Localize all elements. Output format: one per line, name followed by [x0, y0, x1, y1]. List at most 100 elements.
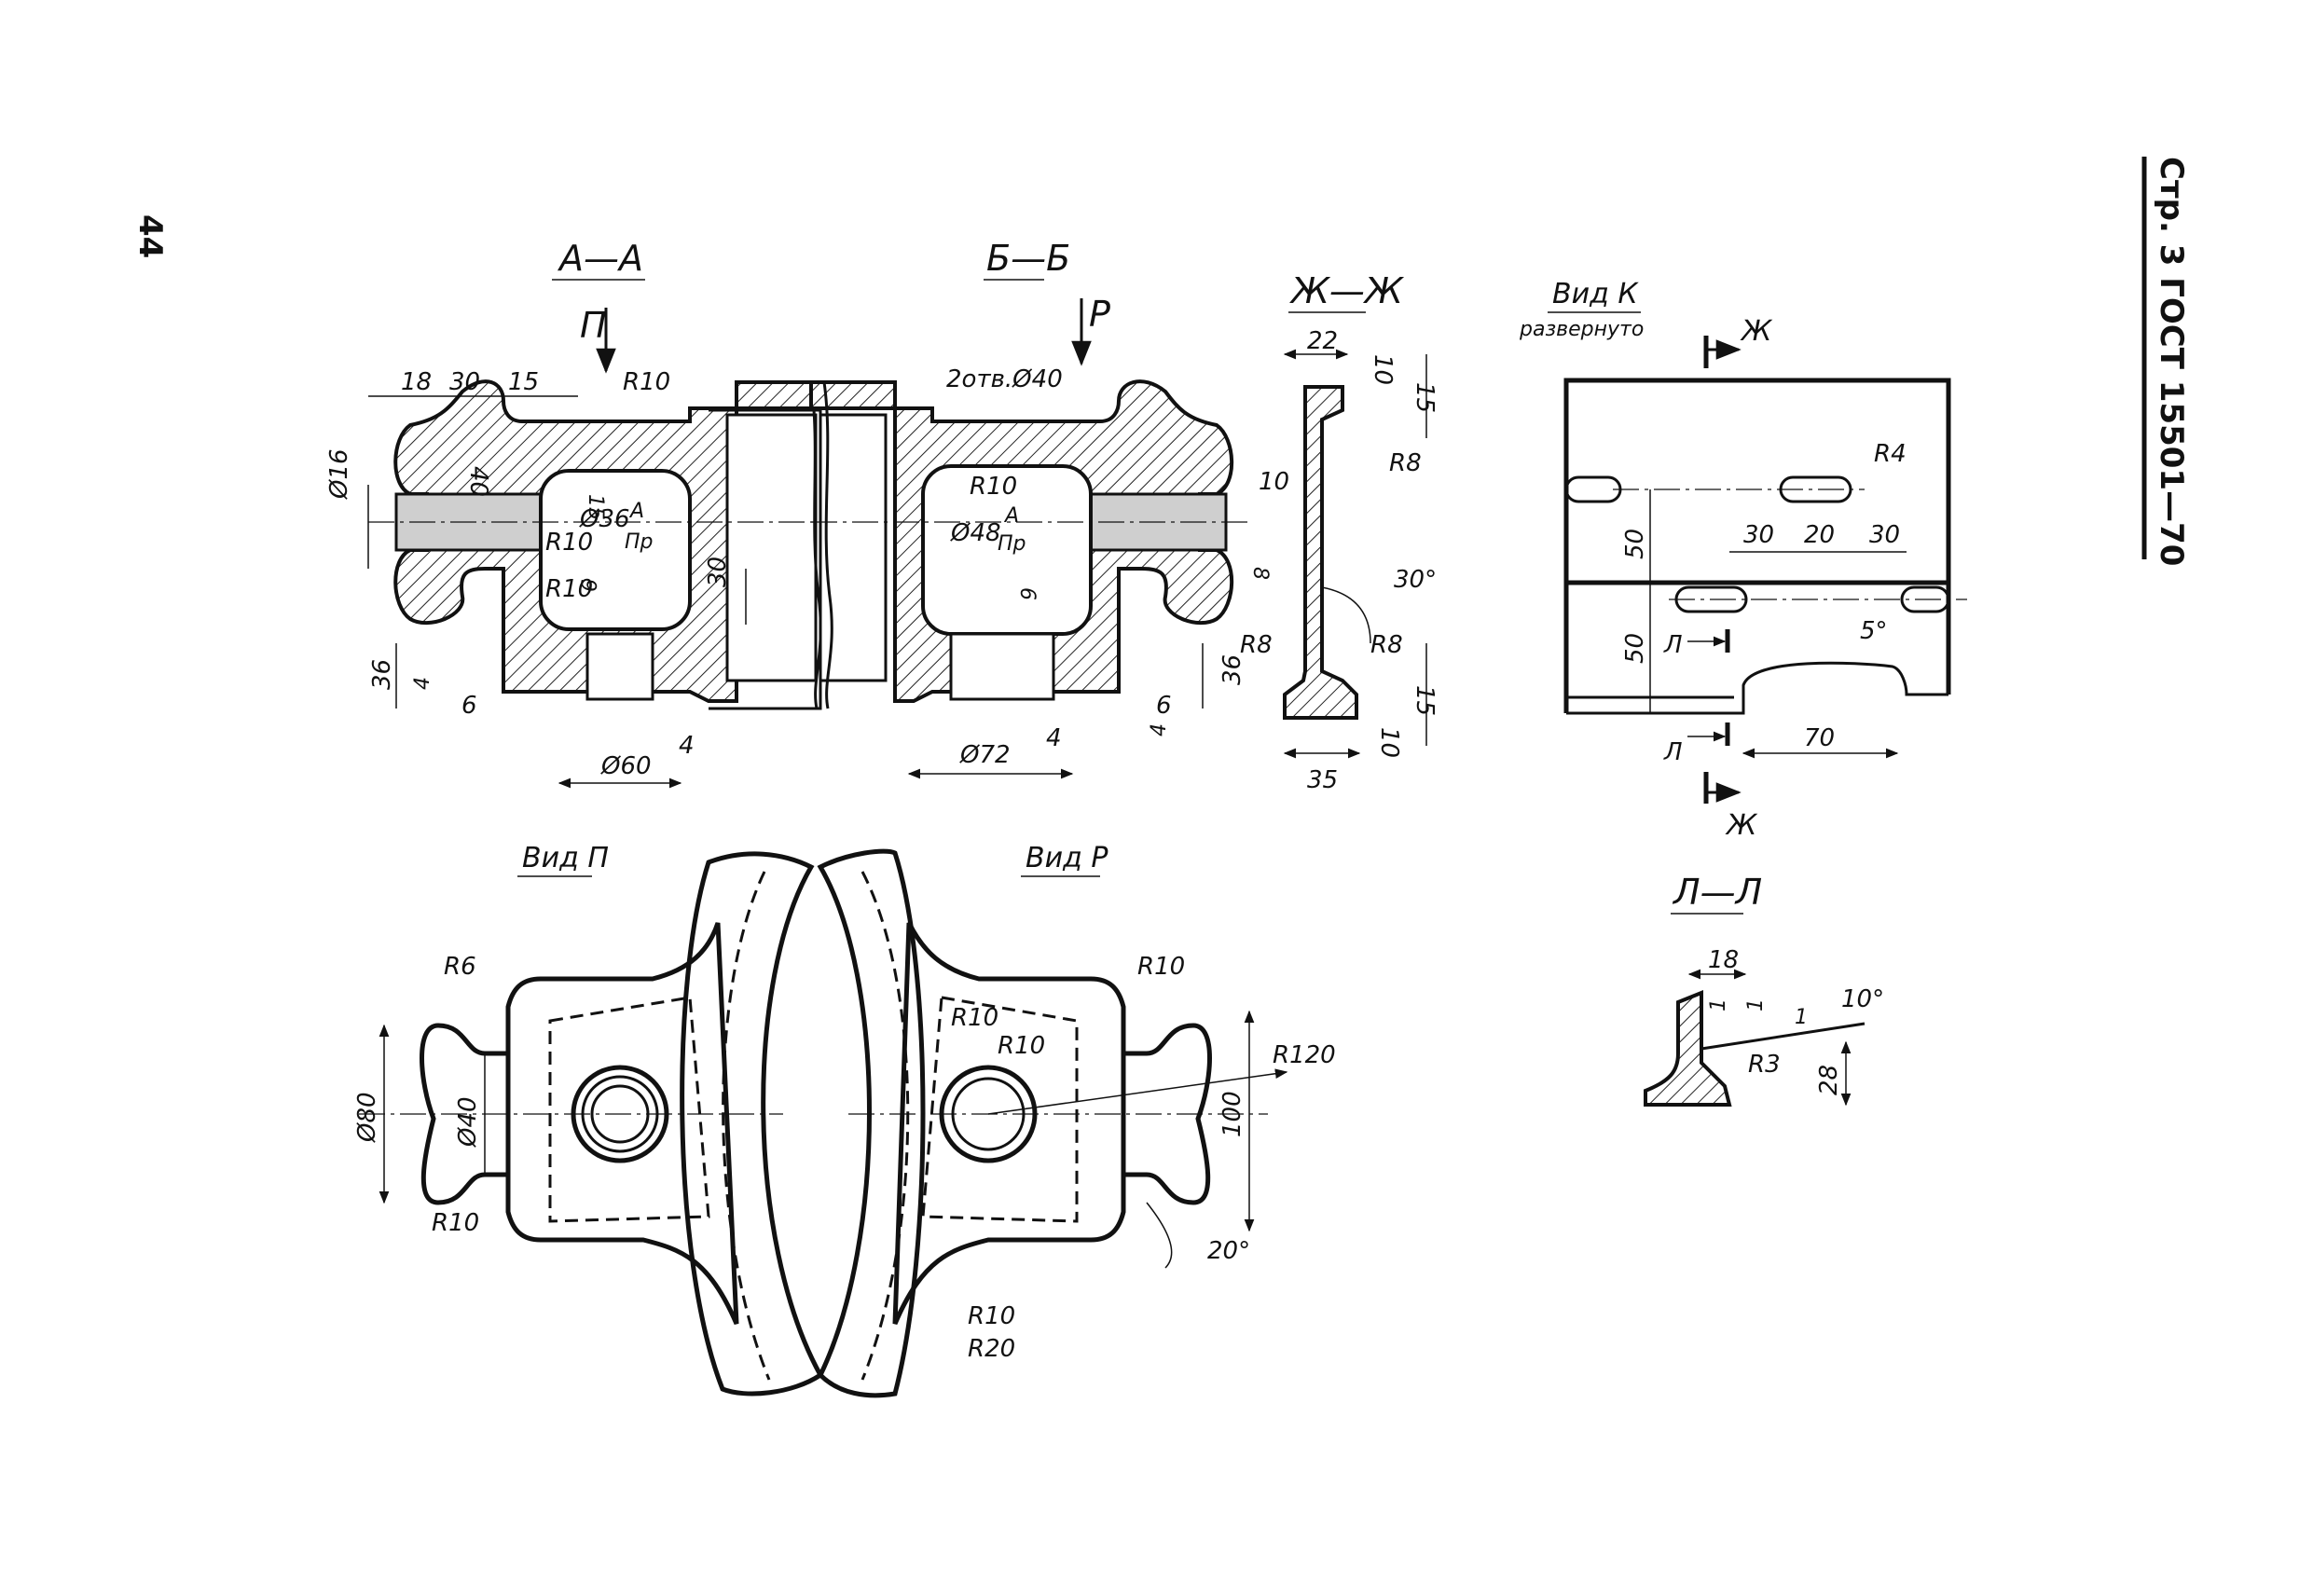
view-p: Вид П R6 Ø80 Ø40 R10 — [353, 842, 824, 1396]
section-ll-title: Л—Л — [1672, 872, 1762, 913]
view-r-leader-r120 — [987, 1068, 1288, 1115]
aa-cavity — [539, 469, 692, 631]
view-p-title: Вид П — [522, 842, 609, 874]
bb-dim: 4 — [1148, 723, 1171, 736]
ll-dim: 1 — [1795, 1006, 1808, 1029]
zhzh-dim: R8 — [1370, 631, 1403, 659]
arrow-r-label: Р — [1089, 294, 1110, 335]
view-r-knob — [1121, 1023, 1212, 1205]
aa-dim: Ø60 — [600, 752, 652, 780]
bb-hub — [949, 632, 1055, 701]
zhzh-dim: 30° — [1394, 566, 1437, 594]
aa-dim: 4 — [679, 732, 695, 760]
section-aa: А—А П 18 30 15 R10 40 Ø16 15 Ø36 А Пр — [325, 238, 839, 789]
view-r-dim: 100 — [1218, 1091, 1246, 1137]
bb-dim: 2отв.Ø40 — [946, 365, 1063, 393]
ll-dim: 1 — [1744, 998, 1768, 1011]
aa-break — [809, 381, 822, 709]
marker-l-top: Л — [1663, 631, 1683, 659]
aa-hub — [585, 632, 654, 701]
section-zhzh: Ж—Ж 22 10 15 R8 10 8 30° R8 R8 15 10 35 — [1240, 270, 1439, 794]
view-p-dim: R6 — [444, 953, 476, 981]
ll-dim: 18 — [1708, 946, 1739, 974]
view-k-dim: 50 — [1621, 529, 1649, 559]
view-k-dim: 30 — [1869, 521, 1900, 549]
view-p-body-dashed — [548, 996, 710, 1223]
view-k-dim: 30 — [1743, 521, 1774, 549]
view-r-angle-arc — [1146, 1202, 1173, 1269]
slot — [1564, 475, 1622, 503]
view-k-subtitle: развернуто — [1519, 318, 1644, 341]
view-p-dim: R10 — [432, 1209, 479, 1237]
aa-dim: 6 — [579, 579, 602, 592]
zhzh-dim: 10 — [1259, 468, 1289, 496]
bb-break — [822, 381, 833, 709]
aa-cylinder-inner — [725, 413, 818, 682]
view-k-dim: R4 — [1874, 440, 1907, 468]
view-r-body — [892, 921, 1126, 1325]
zhzh-dim: 10 — [1369, 354, 1397, 385]
page-number: 44 — [131, 214, 169, 258]
aa-dim: Ø16 — [325, 448, 353, 500]
view-k-dim: 20 — [1804, 521, 1835, 549]
view-r-dim: R10 — [951, 1004, 998, 1032]
zhzh-angle-arc — [1321, 586, 1371, 644]
view-k-dim: 5° — [1860, 617, 1888, 645]
view-p-dim: Ø40 — [454, 1096, 482, 1148]
ll-dim: 1 — [1707, 998, 1730, 1011]
aa-dim: R10 — [545, 529, 593, 557]
bb-cylinder-inner — [819, 413, 888, 682]
aa-dim: R10 — [623, 368, 670, 396]
zhzh-profile — [1283, 385, 1358, 720]
bb-dim: 4 — [1046, 724, 1062, 752]
aa-dim: 4 — [411, 677, 434, 690]
page-header: Стр. 3 ГОСТ 15501—70 — [2141, 157, 2190, 566]
view-r-dim: 20° — [1207, 1237, 1250, 1265]
bb-dim: 6 — [1015, 587, 1039, 600]
aa-dim: 30 — [449, 368, 480, 396]
aa-dim: 15 — [584, 494, 607, 520]
view-p-body — [505, 922, 739, 1325]
zhzh-dim: R8 — [1389, 449, 1422, 477]
ll-dim: R3 — [1748, 1051, 1781, 1079]
view-k: Вид К развернуто Ж Ж R4 30 20 30 50 50 5 — [1519, 278, 1967, 842]
bb-dim: Ø48 — [950, 519, 1001, 547]
marker-l-bottom: Л — [1663, 738, 1683, 766]
view-r-dim: R10 — [968, 1302, 1015, 1330]
section-aa-title: А—А — [557, 238, 643, 279]
view-p-arc-inner — [722, 871, 771, 1381]
aa-dim: А — [628, 500, 644, 523]
zhzh-dim: R8 — [1240, 631, 1273, 659]
zhzh-dim: 10 — [1375, 727, 1403, 758]
aa-dim: 36 — [368, 659, 396, 690]
view-k-title: Вид К — [1552, 278, 1639, 310]
view-r-title: Вид Р — [1026, 842, 1108, 874]
view-p-dim: Ø80 — [353, 1092, 381, 1143]
ll-dim: 28 — [1815, 1065, 1843, 1095]
bb-dim: R10 — [970, 473, 1017, 501]
section-bb: Б—Б Р 2отв.Ø40 R10 Ø48 А Пр 6 36 6 4 Ø72… — [809, 238, 1249, 779]
view-r-body-dashed — [921, 996, 1079, 1223]
aa-dim: Ø36 — [579, 505, 630, 533]
view-r-dim: R10 — [998, 1032, 1045, 1060]
zhzh-dim: 15 — [1411, 382, 1439, 413]
view-k-dim: 50 — [1621, 633, 1649, 664]
zhzh-dim: 15 — [1411, 685, 1439, 716]
section-bb-title: Б—Б — [986, 238, 1070, 279]
view-k-dim: 70 — [1804, 724, 1835, 752]
marker-zh-top: Ж — [1740, 315, 1773, 348]
ll-dim: 10° — [1841, 985, 1884, 1013]
view-r: Вид Р R10 R10 R10 R120 100 20° R10 R20 — [817, 842, 1336, 1398]
view-p-arc-band — [680, 851, 824, 1396]
view-r-dim: R120 — [1273, 1041, 1336, 1069]
zhzh-dim: 22 — [1307, 327, 1338, 355]
bb-dim: Ø72 — [959, 741, 1011, 769]
arrow-p-label: П — [580, 305, 607, 346]
view-k-bottom-edge — [1566, 661, 1948, 715]
aa-dim: 30 — [704, 557, 732, 587]
view-r-dim: R10 — [1137, 953, 1185, 981]
bb-dim: А — [1003, 504, 1019, 528]
bb-dim: Пр — [998, 532, 1026, 556]
marker-zh-bottom: Ж — [1725, 809, 1758, 842]
